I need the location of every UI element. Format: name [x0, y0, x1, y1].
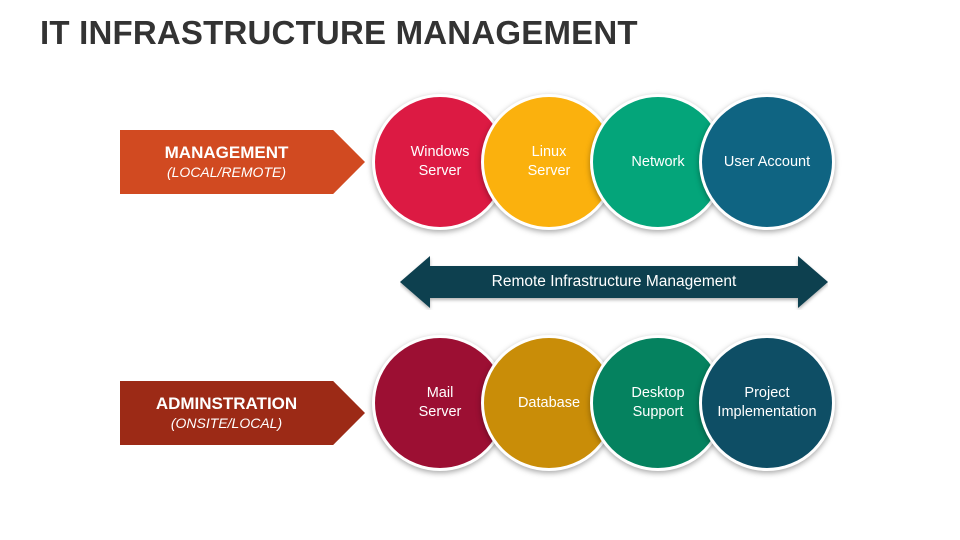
circle-label: Windows Server: [410, 144, 470, 179]
administration-sublabel: (ONSITE/LOCAL): [170, 415, 283, 431]
circle-label: User Account: [723, 153, 811, 170]
double-arrow-icon: [400, 256, 828, 308]
circle-project-implementation: Project Implementation: [699, 335, 835, 471]
management-sublabel: (LOCAL/REMOTE): [166, 164, 286, 180]
management-tag: MANAGEMENT (LOCAL/REMOTE): [120, 130, 365, 194]
page-title: IT INFRASTRUCTURE MANAGEMENT: [40, 14, 638, 51]
remote-management-label: Remote Infrastructure Management: [491, 273, 737, 290]
administration-label: ADMINSTRATION: [155, 394, 298, 413]
circle-label: Database: [517, 394, 581, 411]
circle-label: Project Implementation: [717, 385, 817, 420]
circle-label: Linux Server: [527, 144, 571, 179]
circle-label: Desktop Support: [631, 385, 685, 420]
remote-management-arrow: Remote Infrastructure Management: [400, 254, 828, 310]
circle-label: Mail Server: [418, 385, 462, 420]
circle-user-account: User Account: [699, 94, 835, 230]
administration-tag: ADMINSTRATION (ONSITE/LOCAL): [120, 381, 365, 445]
management-label: MANAGEMENT: [164, 143, 289, 162]
circle-label: Network: [631, 153, 685, 170]
